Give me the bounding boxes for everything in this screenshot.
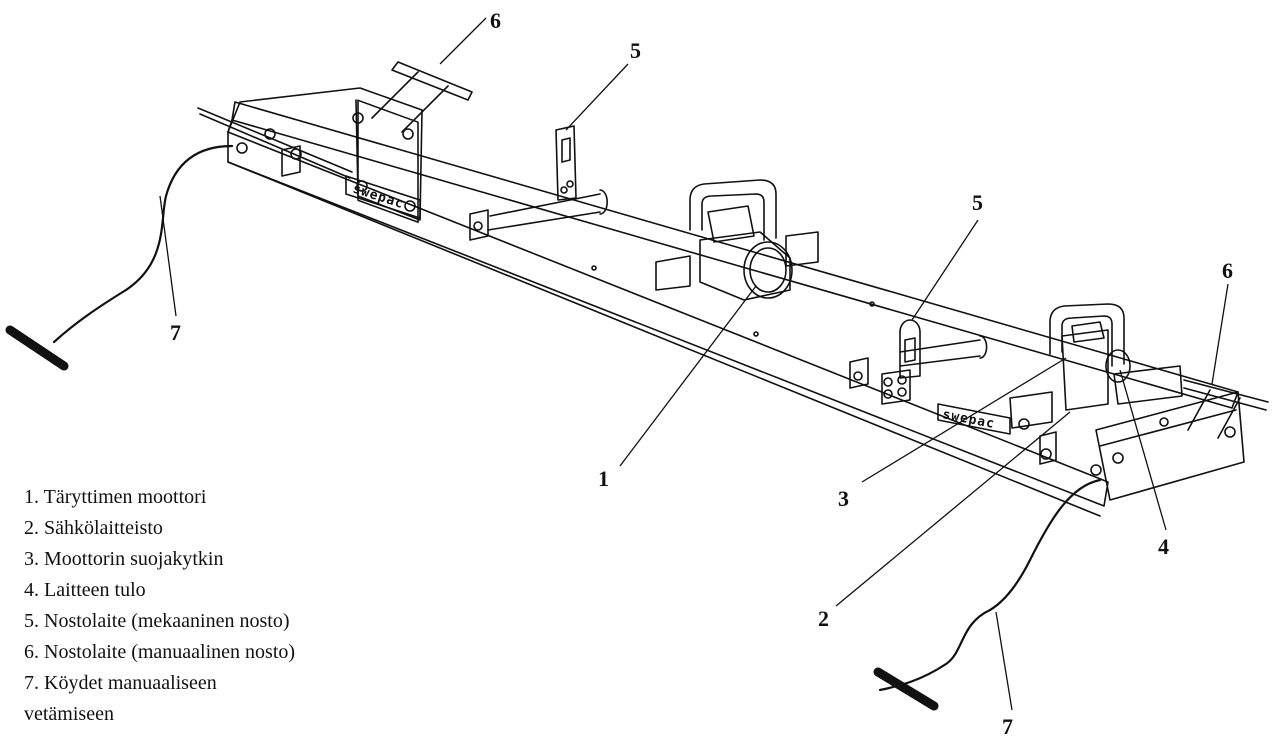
front-beam	[227, 131, 1109, 507]
rear-rail	[231, 101, 1239, 409]
tube-left	[487, 189, 608, 231]
legend-item: 6. Nostolaite (manuaalinen nosto)	[24, 641, 296, 663]
legend-item: 1. Täryttimen moottori	[24, 486, 207, 508]
callout-5-left: 5	[630, 38, 641, 63]
rope-right	[878, 478, 1102, 692]
leader-6-right	[1211, 283, 1229, 385]
callout-4: 4	[1158, 534, 1169, 559]
leader-7-right	[995, 611, 1013, 711]
leader-6-left	[439, 17, 487, 65]
leader-5-left	[565, 63, 629, 131]
legend-item: 2. Sähkölaitteisto	[24, 517, 163, 539]
parts-legend: 1. Täryttimen moottori 2. Sähkölaitteist…	[24, 482, 354, 730]
callout-2: 2	[818, 606, 829, 631]
legend-item: 7. Köydet manuaaliseen vetämiseen	[24, 672, 217, 725]
right-end-box	[1095, 391, 1245, 501]
rope-left	[52, 144, 234, 344]
legend-item: 3. Moottorin suojakytkin	[24, 548, 224, 570]
manual-handle-left	[371, 61, 473, 133]
leader-5-right	[911, 219, 979, 321]
manual-handle-right	[1183, 379, 1269, 439]
legend-item: 5. Nostolaite (mekaaninen nosto)	[24, 610, 290, 632]
leader-1	[619, 285, 757, 467]
callout-7-left: 7	[170, 320, 181, 345]
leader-4	[1119, 369, 1167, 531]
electrics-box	[1061, 321, 1109, 411]
vibrator-motor-frame	[689, 179, 777, 241]
callout-1: 1	[598, 466, 609, 491]
leader-3	[861, 357, 1067, 483]
inlet-socket	[1105, 349, 1131, 383]
rope-handle-right	[873, 667, 939, 711]
callout-5-right: 5	[972, 190, 983, 215]
callout-3: 3	[838, 486, 849, 511]
legend-item: 4. Laitteen tulo	[24, 579, 146, 601]
callout-6-left: 6	[490, 8, 501, 33]
logo-plate-right	[937, 403, 1011, 435]
logo-plate-left	[345, 175, 421, 219]
rope-handle-left	[5, 325, 69, 371]
tube-right	[899, 335, 988, 367]
leader-2	[835, 411, 1071, 607]
leader-7-left	[159, 195, 177, 317]
vibrator-motor-body	[699, 231, 791, 301]
lifting-eye-right	[899, 319, 921, 379]
electrics-frame	[1049, 303, 1125, 367]
callout-7-right: 7	[1002, 714, 1013, 739]
callout-6-right: 6	[1222, 258, 1233, 283]
